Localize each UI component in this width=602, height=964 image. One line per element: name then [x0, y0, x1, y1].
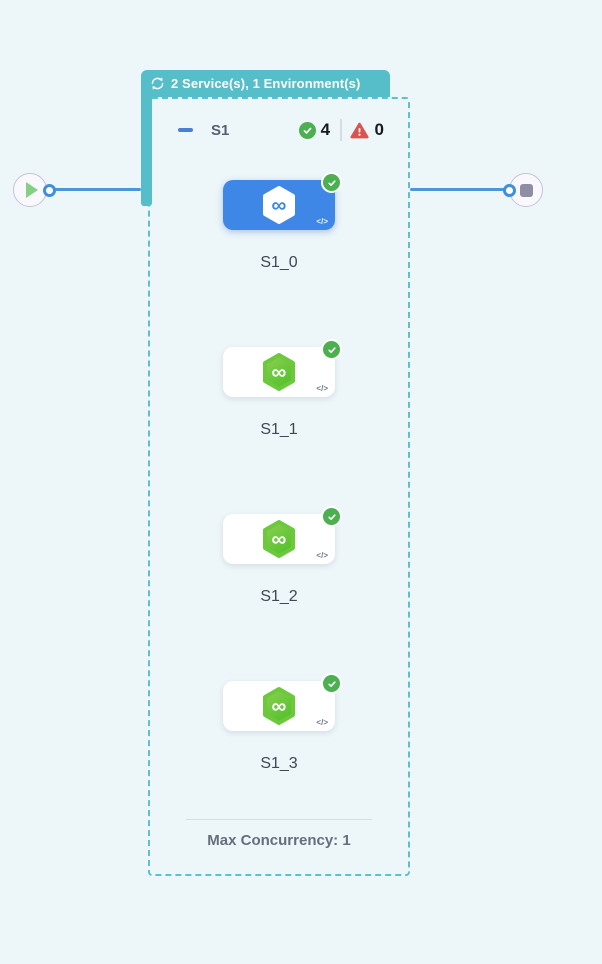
infinity-icon: ∞ [272, 528, 287, 551]
stop-icon [519, 183, 533, 197]
play-icon [26, 182, 38, 198]
service-node-card[interactable]: ∞ </> [223, 172, 342, 230]
success-check-icon [298, 121, 316, 139]
service-hexagon-icon: ∞ [263, 687, 295, 725]
status-check-badge [321, 172, 342, 193]
code-icon: </> [316, 384, 328, 393]
service-hexagon-icon: ∞ [263, 520, 295, 558]
success-count: 4 [320, 120, 331, 139]
service-node-label: S1_2 [260, 588, 298, 605]
infinity-icon: ∞ [272, 361, 287, 384]
service-node-s1-3: ∞ </> S1_3 [223, 673, 342, 772]
service-node-label: S1_3 [260, 755, 298, 772]
service-node-s1-1: ∞ </> S1_1 [223, 339, 342, 438]
service-node-label: S1_1 [260, 421, 298, 438]
service-node-card[interactable]: ∞ </> [223, 673, 342, 731]
status-check-badge [321, 506, 342, 527]
stats-divider [340, 119, 342, 141]
service-node-s1-0: ∞ </> S1_0 [223, 172, 342, 271]
edge-start [49, 188, 141, 191]
warning-icon [349, 122, 369, 138]
loop-icon [150, 76, 165, 91]
max-concurrency-label: Max Concurrency: 1 [207, 832, 351, 849]
status-check-badge [321, 673, 342, 694]
edge-target-handle[interactable] [503, 184, 516, 197]
collapse-dash-icon[interactable] [178, 128, 193, 132]
code-icon: </> [316, 718, 328, 727]
service-node-s1-2: ∞ </> S1_2 [223, 506, 342, 605]
stage-title: S1 [211, 121, 230, 139]
service-node-label: S1_0 [260, 254, 298, 271]
service-hexagon-icon: ∞ [263, 353, 295, 391]
environment-group-accent [141, 95, 152, 206]
infinity-icon: ∞ [272, 194, 287, 217]
edge-source-handle[interactable] [43, 184, 56, 197]
footer-divider [186, 819, 372, 820]
service-node-card[interactable]: ∞ </> [223, 506, 342, 564]
badge-label: 2 Service(s), 1 Environment(s) [171, 76, 361, 91]
service-hexagon-icon: ∞ [263, 186, 295, 224]
start-node[interactable] [13, 173, 47, 207]
environment-group-badge[interactable]: 2 Service(s), 1 Environment(s) [141, 70, 390, 97]
stage-group-container[interactable] [148, 97, 410, 876]
service-node-card[interactable]: ∞ </> [223, 339, 342, 397]
edge-end [410, 188, 509, 191]
stage-header: S1 4 0 [148, 113, 410, 147]
failure-count: 0 [374, 120, 384, 139]
code-icon: </> [316, 551, 328, 560]
status-check-badge [321, 339, 342, 360]
infinity-icon: ∞ [272, 695, 287, 718]
code-icon: </> [316, 217, 328, 226]
